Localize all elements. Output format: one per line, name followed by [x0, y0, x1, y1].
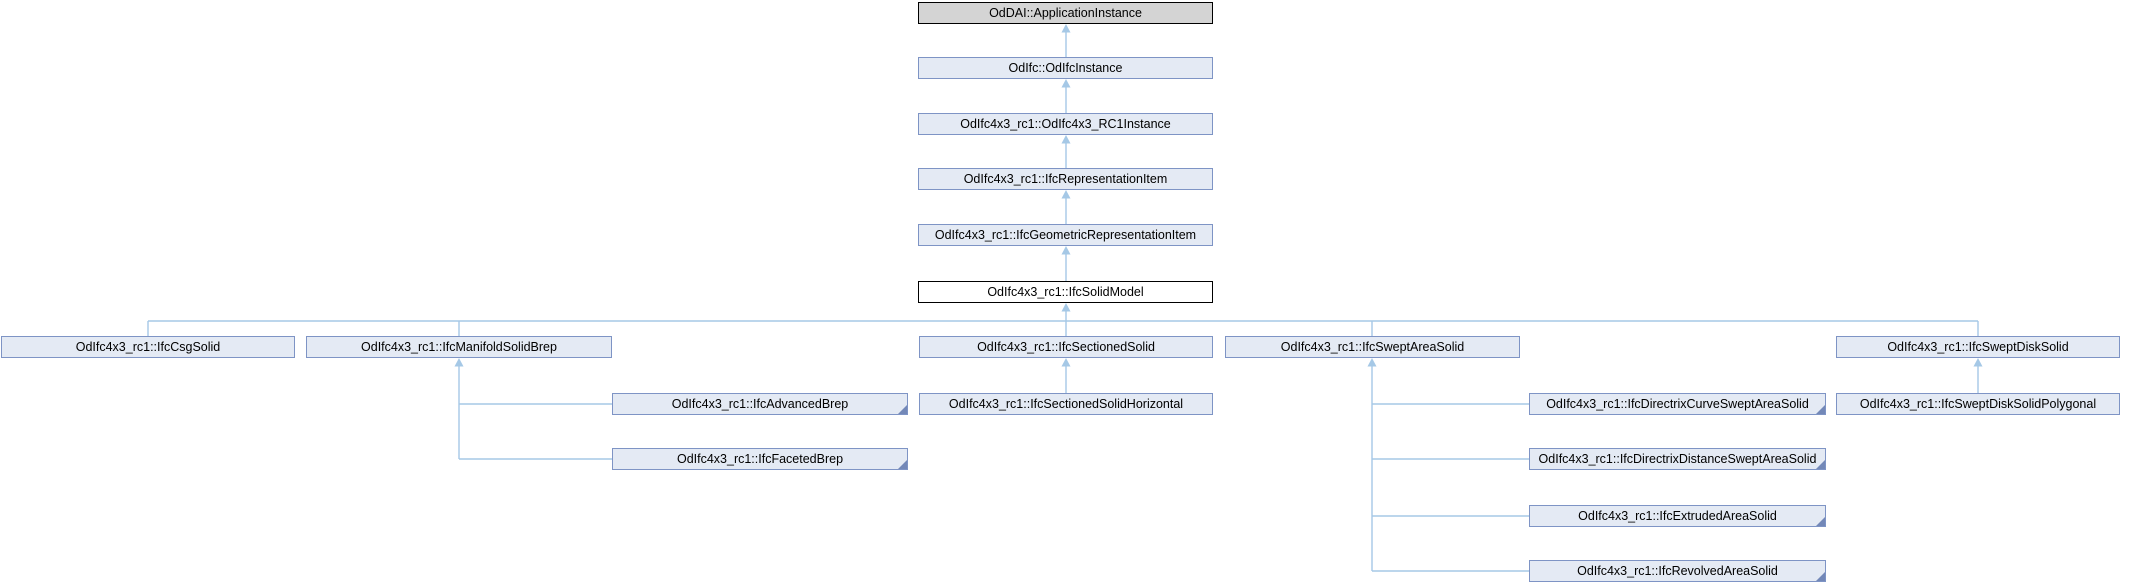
class-node-ifc-representation-item[interactable]: OdIfc4x3_rc1::IfcRepresentationItem: [918, 168, 1213, 190]
class-node-ifc-directrix-distance-swept-area-solid[interactable]: OdIfc4x3_rc1::IfcDirectrixDistanceSweptA…: [1529, 448, 1826, 470]
class-node-ifc-csg-solid[interactable]: OdIfc4x3_rc1::IfcCsgSolid: [1, 336, 295, 358]
class-node-ifc-swept-disk-solid[interactable]: OdIfc4x3_rc1::IfcSweptDiskSolid: [1836, 336, 2120, 358]
class-node-ifc-sectioned-solid[interactable]: OdIfc4x3_rc1::IfcSectionedSolid: [919, 336, 1213, 358]
class-node-ifc-swept-disk-solid-polygonal[interactable]: OdIfc4x3_rc1::IfcSweptDiskSolidPolygonal: [1836, 393, 2120, 415]
class-node-ifc-directrix-curve-swept-area-solid[interactable]: OdIfc4x3_rc1::IfcDirectrixCurveSweptArea…: [1529, 393, 1826, 415]
class-node-oddai-application-instance: OdDAI::ApplicationInstance: [918, 2, 1213, 24]
class-node-odifc-instance[interactable]: OdIfc::OdIfcInstance: [918, 57, 1213, 79]
inheritance-edge-lines: [147, 30, 1979, 572]
class-node-ifc-solid-model-current: OdIfc4x3_rc1::IfcSolidModel: [918, 281, 1213, 303]
class-node-ifc-manifold-solid-brep[interactable]: OdIfc4x3_rc1::IfcManifoldSolidBrep: [306, 336, 612, 358]
class-node-ifc-sectioned-solid-horizontal[interactable]: OdIfc4x3_rc1::IfcSectionedSolidHorizonta…: [919, 393, 1213, 415]
class-node-ifc-swept-area-solid[interactable]: OdIfc4x3_rc1::IfcSweptAreaSolid: [1225, 336, 1520, 358]
class-node-ifc-advanced-brep[interactable]: OdIfc4x3_rc1::IfcAdvancedBrep: [612, 393, 908, 415]
class-node-ifc-revolved-area-solid[interactable]: OdIfc4x3_rc1::IfcRevolvedAreaSolid: [1529, 560, 1826, 582]
inheritance-arrowheads: [454, 24, 1983, 367]
class-node-ifc-faceted-brep[interactable]: OdIfc4x3_rc1::IfcFacetedBrep: [612, 448, 908, 470]
class-node-odifc4x3-rc1-instance[interactable]: OdIfc4x3_rc1::OdIfc4x3_RC1Instance: [918, 113, 1213, 135]
class-node-ifc-extruded-area-solid[interactable]: OdIfc4x3_rc1::IfcExtrudedAreaSolid: [1529, 505, 1826, 527]
class-node-ifc-geometric-representation-item[interactable]: OdIfc4x3_rc1::IfcGeometricRepresentation…: [918, 224, 1213, 246]
